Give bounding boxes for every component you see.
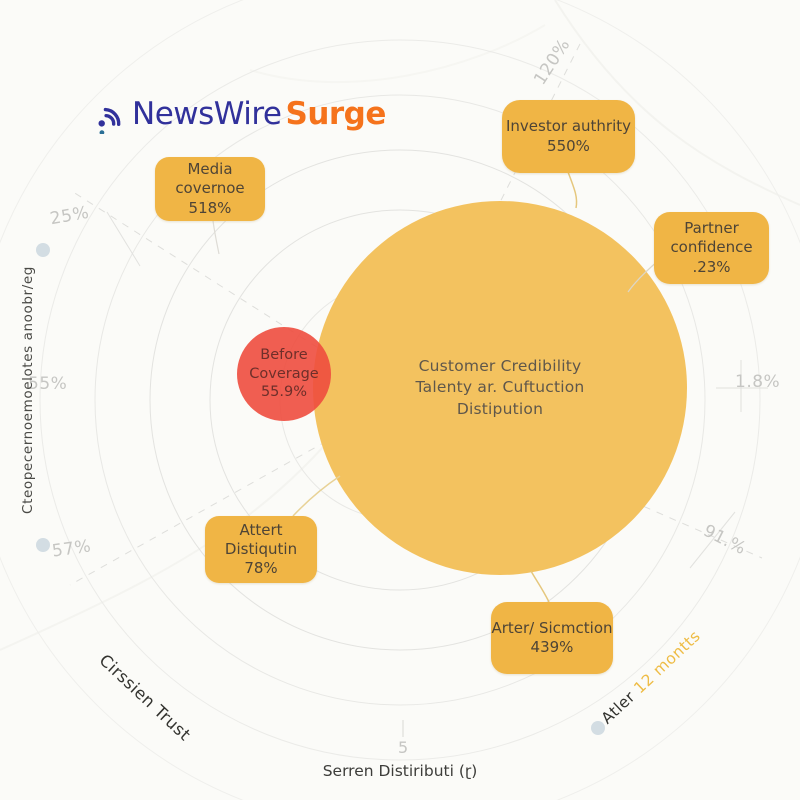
callout-investor-authority: Investor authrity 550% (502, 100, 635, 173)
callout-attert-distribution: Attert Distiqutin 78% (205, 516, 317, 583)
tick-top: 120% (530, 35, 575, 89)
before-coverage-value: 55.9% (260, 384, 308, 401)
before-coverage-text: Before Coverage 55.9% (237, 346, 331, 403)
callout-label: Partner confidence (670, 219, 753, 257)
before-coverage-bubble: Before Coverage 55.9% (237, 327, 331, 421)
callout-value: 439% (530, 638, 574, 656)
corner-label-accent-part: 12 montts (630, 626, 705, 698)
callout-value: 518% (188, 198, 232, 217)
marker-dot (36, 243, 50, 257)
marker-dot (591, 721, 605, 735)
callout-label: Attert Distiqutin (224, 520, 298, 558)
signal-waves-icon (98, 107, 121, 134)
callout-label: Media covernoe (175, 160, 245, 198)
main-bubble-title: Customer Credibility Talenty ar. Cuftuct… (416, 356, 585, 420)
tick-left-lower: 57% (50, 536, 93, 562)
main-bubble: Customer Credibility Talenty ar. Cuftuct… (313, 201, 687, 575)
logo-brand-text: NewsWire (132, 96, 282, 132)
callout-partner-confidence: Partner confidence .23% (654, 212, 769, 284)
main-bubble-title-line3: Distipution (456, 399, 544, 418)
corner-label-cirssien-trust: Cirssien Trust (95, 650, 195, 745)
tick-right-lower: 91.% (699, 520, 750, 560)
callout-label: Arter/ Sicmction (491, 618, 613, 637)
tick-right-mid: 1.8% (735, 372, 781, 392)
before-coverage-label: Before Coverage (249, 346, 319, 382)
y-axis-label: Cteopecernoemoelotes anoobr/eg (20, 266, 36, 514)
x-axis-label: Serren Distiributi (ɽ) (322, 762, 478, 780)
main-bubble-title-line1: Customer Credibility (418, 356, 582, 375)
corner-label-after-12-months: Atler 12 montts (598, 627, 704, 728)
main-bubble-title-line2: Talenty ar. Cuftuction (415, 378, 585, 397)
callout-label: Investor authrity (505, 117, 632, 136)
callout-value: 78% (244, 559, 278, 578)
callout-arter-sicmction: Arter/ Sicmction 439% (491, 602, 613, 674)
logo-suffix-text: Surge (285, 96, 387, 132)
marker-dot (36, 538, 50, 552)
tick-left-upper: 25% (48, 202, 91, 230)
tick-bottom: 5 (398, 738, 409, 757)
callout-media-coverage: Media covernoe 518% (155, 157, 265, 221)
tick-left-mid: 55% (28, 374, 68, 394)
callout-value: .23% (692, 257, 731, 276)
callout-value: 550% (547, 136, 590, 155)
